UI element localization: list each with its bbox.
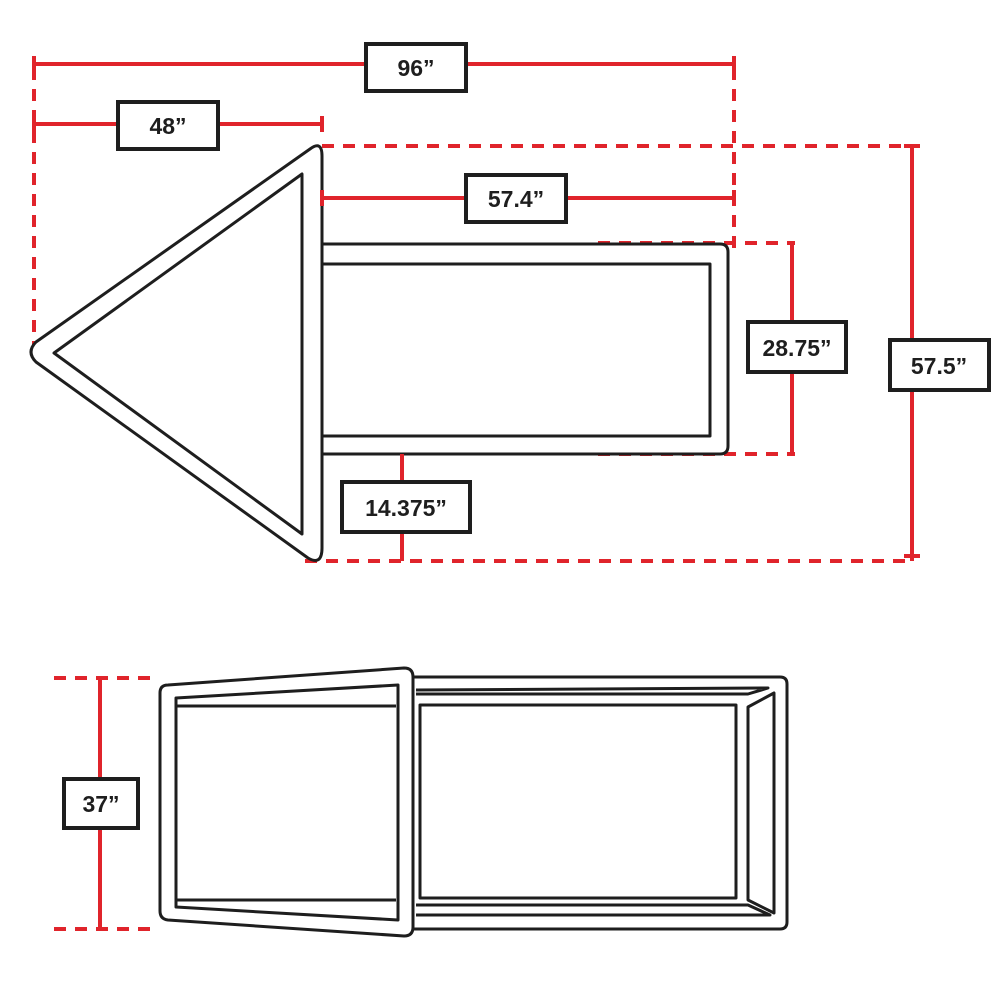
label-body-width: 28.75” xyxy=(762,335,831,361)
label-box-overall-length xyxy=(364,42,468,93)
label-box-nose-length xyxy=(116,100,220,151)
side-body-outer xyxy=(406,675,789,931)
side-body-bottom-rail xyxy=(416,903,772,917)
label-box-height xyxy=(62,777,140,830)
side-body-top-rail xyxy=(415,686,770,696)
side-view: 37” xyxy=(54,666,789,938)
label-body-offset: 14.375” xyxy=(365,495,447,521)
label-box-body-offset xyxy=(340,480,472,534)
label-height: 37” xyxy=(82,791,119,817)
body-rectangle-outer xyxy=(316,242,730,456)
label-box-overall-width xyxy=(888,338,991,392)
side-nose-outer xyxy=(158,666,415,938)
top-view: 96” 48” 57.4” 28.75” 57.5” 14.375” xyxy=(29,42,991,563)
label-overall-length: 96” xyxy=(397,55,434,81)
side-nose-inner xyxy=(174,683,400,922)
side-body-panel xyxy=(418,703,738,900)
label-body-length: 57.4” xyxy=(488,186,544,212)
label-box-body-length xyxy=(464,173,568,224)
label-box-body-width xyxy=(746,320,848,374)
nose-triangle-outer xyxy=(29,144,324,562)
label-overall-width: 57.5” xyxy=(911,353,967,379)
nose-triangle-inner xyxy=(52,172,304,536)
label-nose-length: 48” xyxy=(149,113,186,139)
side-body-end-bevel xyxy=(746,691,776,915)
